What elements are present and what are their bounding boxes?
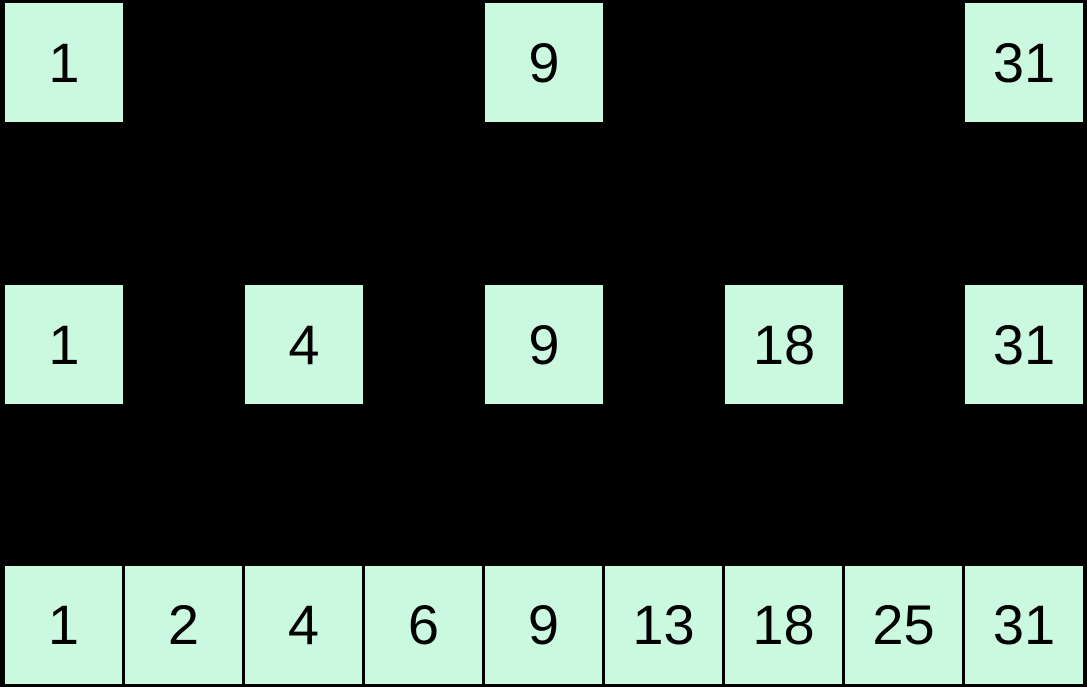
- index-cell: 1: [5, 566, 125, 684]
- index-cell: 2: [125, 566, 245, 684]
- index-cell: 4: [245, 566, 365, 684]
- index-cell: 4: [245, 285, 363, 404]
- index-cell: 1: [5, 285, 123, 404]
- index-cell: 6: [365, 566, 485, 684]
- index-cell: 9: [485, 566, 605, 684]
- index-cell: 31: [965, 3, 1083, 122]
- index-cell: 13: [605, 566, 725, 684]
- index-cell: 9: [485, 3, 603, 122]
- index-cell: 31: [965, 285, 1083, 404]
- index-cell: 31: [965, 566, 1083, 684]
- index-cell: 18: [725, 285, 843, 404]
- index-cell: 1: [5, 3, 123, 122]
- index-cell: 9: [485, 285, 603, 404]
- index-cell: 25: [845, 566, 965, 684]
- index-cell: 18: [725, 566, 845, 684]
